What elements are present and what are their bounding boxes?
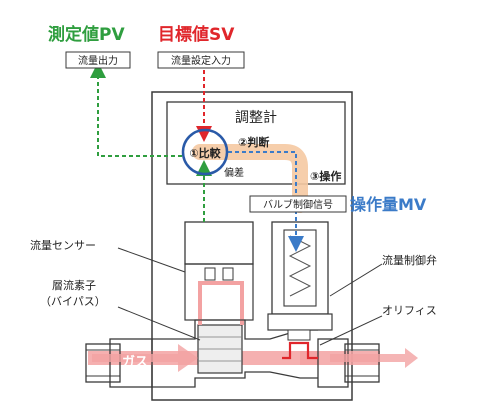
- operate-label: ③操作: [310, 169, 341, 183]
- pv-arrow-out: [90, 62, 182, 157]
- laminar-element-label-2: （バイパス）: [40, 295, 106, 308]
- laminar-flow-element: [197, 324, 243, 374]
- deviation-label: 偏差: [224, 166, 244, 179]
- sensor-housing: [184, 263, 254, 321]
- orifice-flow-path: [282, 341, 318, 360]
- inlet-fitting: [85, 338, 153, 388]
- gas-arrow: [92, 344, 198, 372]
- orifice-pointer: [319, 315, 383, 346]
- flow-setting-input-label: 流量設定入力: [171, 54, 231, 67]
- valve-signal-label: バルブ制御信号: [263, 198, 333, 211]
- flow-control-valve-body: [267, 221, 333, 341]
- controller-title: 調整計: [235, 110, 277, 126]
- flow-setting-input-box: [157, 51, 245, 69]
- sensor-coils: [204, 267, 234, 281]
- laminar-pointer: [117, 306, 201, 341]
- flow-control-valve-label: 流量制御弁: [382, 253, 437, 267]
- sv-title: 目標値SV: [158, 24, 235, 45]
- sensor-pointer: [117, 247, 186, 273]
- compare-circle: [181, 128, 229, 176]
- valve-signal-box: [249, 195, 347, 213]
- laminar-element-label-1: 層流素子: [52, 278, 96, 292]
- mv-title: 操作量MV: [350, 195, 427, 214]
- mv-arrow: [228, 151, 304, 252]
- valve-pointer: [329, 263, 383, 297]
- orifice-label: オリフィス: [382, 304, 437, 317]
- flow-output-box: [65, 51, 131, 69]
- flow-sensor-label: 流量センサー: [30, 238, 96, 252]
- pv-title: 測定値PV: [48, 24, 125, 45]
- gas-outlet-arrow: [330, 348, 418, 368]
- flow-output-label: 流量出力: [78, 54, 118, 67]
- outlet-fitting: [317, 338, 380, 388]
- judge-label: ②判断: [238, 135, 269, 149]
- sensor-tube: [198, 281, 244, 325]
- flow-sensor-block: [184, 221, 254, 265]
- compare-label: ①比較: [189, 146, 221, 160]
- gas-label: ガス: [122, 355, 148, 370]
